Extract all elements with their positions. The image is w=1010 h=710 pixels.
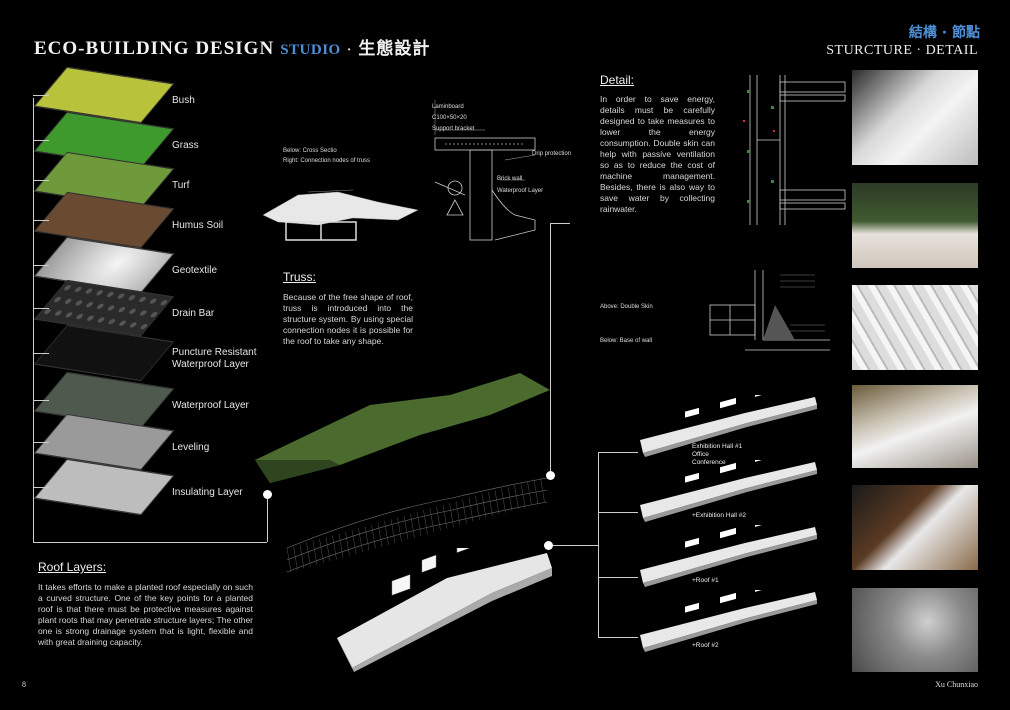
truss-detail-connector-top [550, 223, 570, 224]
model-photo-hands [852, 183, 978, 268]
title-studio: STUDIO [280, 42, 341, 58]
layer-tree-branch [33, 400, 49, 401]
model-stage-label: +Roof #2 [692, 642, 719, 649]
model-photo-structure [852, 385, 978, 468]
connector-dot [544, 541, 553, 550]
models-tree-branch [598, 637, 638, 638]
layer-tree-branch [33, 265, 49, 266]
roof-layer-label: Puncture Resistant Waterproof Layer [172, 347, 257, 370]
page-number: 8 [22, 680, 26, 689]
layer-tree-branch [33, 308, 49, 309]
truss-detail-connector [550, 223, 551, 476]
layer-tree-connector [33, 542, 267, 543]
model-photo-person [852, 588, 978, 672]
white-building-model [337, 548, 552, 672]
layer-tree-trunk [33, 98, 34, 542]
truss-caption-right: Right: Connection nodes of truss [283, 158, 371, 164]
section-title-english: STURCTURE · DETAIL [826, 43, 978, 58]
truss-mesh-model [286, 477, 548, 573]
node-label-brick-wall: Brick wall [497, 176, 523, 182]
building-model-stage [640, 460, 817, 522]
node-label-laminboard: Laminboard [432, 104, 464, 110]
roof-layer-swatch [33, 458, 175, 516]
truss-connection-node-drawing [434, 100, 536, 241]
caption-double-skin: Above: Double Skin [600, 304, 653, 310]
connector-dot [546, 471, 555, 480]
roof-layer-swatch [33, 66, 175, 124]
model-stage-label: +Exhibition Hall #2 [692, 512, 747, 519]
building-model-stage [640, 395, 817, 457]
layer-tree-branch [33, 487, 49, 488]
author-name: Xu Chunxiao [935, 680, 978, 689]
green-roof-model [255, 373, 550, 483]
roof-layers-title: Roof Layers: [38, 560, 107, 574]
roof-layer-label: Drain Bar [172, 308, 215, 319]
double-skin-section-drawing [743, 75, 846, 225]
model-stage-label: Exhibition Hall #1 Office Conference [692, 443, 743, 466]
roof-layer-label: Grass [172, 140, 199, 151]
title-chinese: 生態設計 [358, 39, 431, 58]
detail-title: Detail: [600, 73, 635, 87]
layer-tree-connector-up [267, 495, 268, 542]
roof-layer-label: Geotextile [172, 265, 218, 276]
building-model-stage [640, 590, 817, 652]
roof-layer-swatch [33, 279, 175, 337]
node-label-channel: C100×50×20 [432, 115, 467, 121]
model-photo-garden [852, 485, 978, 570]
layer-tree-branch [33, 353, 49, 354]
roof-layer-label: Waterproof Layer [172, 400, 249, 411]
section-title-chinese: 結構 · 節點 [908, 25, 980, 41]
caption-base-of-wall: Below: Base of wall [600, 338, 653, 344]
roof-layer-label: Insulating Layer [172, 487, 243, 498]
layer-tree-branch [33, 140, 49, 141]
model-photo-interior [852, 285, 978, 370]
roof-layer-label: Humus Soil [172, 220, 224, 231]
roof-layer-swatch [33, 191, 175, 249]
models-tree-branch [598, 577, 638, 578]
truss-text: Because of the free shape of roof, truss… [283, 292, 413, 346]
roof-layers-text: It takes efforts to make a planted roof … [38, 582, 253, 647]
truss-title: Truss: [283, 270, 316, 284]
truss-caption-below: Below: Cross Sectio [283, 148, 337, 154]
truss-cross-section-drawing [262, 189, 419, 241]
connector-dot [263, 490, 272, 499]
detail-text: In order to save energy, details must be… [600, 94, 715, 214]
roof-layer-label: Leveling [172, 442, 210, 453]
page-title: ECO-BUILDING DESIGN STUDIO · 生態設計 [34, 34, 430, 60]
models-tree-connector [548, 545, 598, 546]
node-label-waterproof: Waterproof Layer [497, 188, 544, 194]
title-dot: · [346, 43, 353, 58]
roof-layer-swatch [33, 324, 175, 382]
models-tree-branch [598, 452, 638, 453]
layer-tree-branch [33, 95, 49, 96]
node-label-drip-protection: Drip protection [532, 151, 572, 157]
models-tree-trunk [598, 452, 599, 637]
roof-layer-swatch [33, 413, 175, 471]
models-tree-branch [598, 512, 638, 513]
node-label-support-bracket: Support bracket [432, 126, 475, 132]
roof-layer-label: Bush [172, 95, 195, 106]
building-model-stage [640, 525, 817, 587]
model-photo-roof [852, 70, 978, 165]
roof-layer-label: Turf [172, 180, 190, 191]
layer-tree-branch [33, 220, 49, 221]
layer-tree-branch [33, 442, 49, 443]
title-main: ECO-BUILDING DESIGN [34, 38, 275, 59]
base-of-wall-section-drawing [709, 270, 830, 351]
layer-tree-branch [33, 180, 49, 181]
model-stage-label: +Roof #1 [692, 577, 719, 584]
